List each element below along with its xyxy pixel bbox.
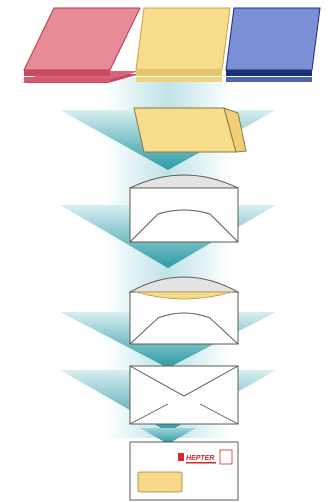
folded-letter [134, 108, 246, 152]
address-window [138, 472, 182, 492]
red-paper-stack [22, 8, 140, 83]
logo-underline [186, 462, 216, 464]
postage-mark [220, 450, 232, 464]
addressed-envelope: HEPTER [130, 442, 238, 500]
yellow-paper-stack [136, 8, 230, 82]
logo-text: HEPTER [186, 455, 214, 462]
logo-mark-icon [178, 453, 184, 461]
paper-stacks [22, 8, 320, 83]
blue-paper-stack [226, 8, 320, 82]
sealed-envelope [130, 366, 238, 424]
insert-envelope [130, 277, 238, 344]
open-envelope [130, 175, 238, 242]
